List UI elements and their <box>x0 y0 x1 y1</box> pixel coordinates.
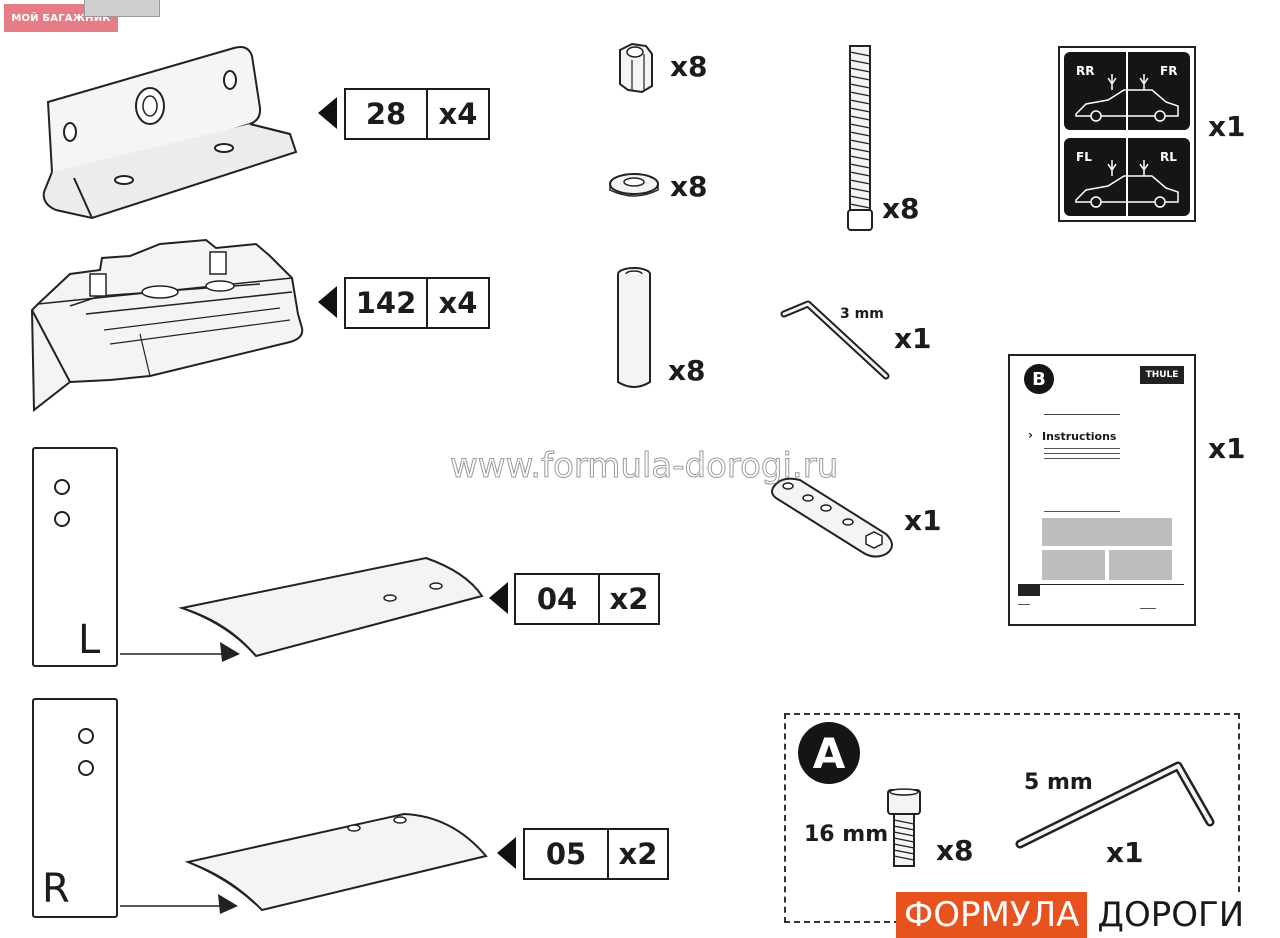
text-line <box>1018 584 1184 585</box>
pad-hole <box>54 479 70 495</box>
arrow-icon <box>120 642 240 662</box>
sticker-label-fr: FR <box>1160 64 1178 78</box>
pointer-arrow <box>489 582 508 614</box>
manual-letter-badge: B <box>1024 364 1054 394</box>
manual-title: Instructions <box>1042 430 1117 443</box>
bracket-illustration <box>42 46 298 220</box>
car-icon <box>1075 160 1179 208</box>
hex-key-large-icon <box>1015 761 1215 849</box>
arrow-icon <box>120 894 238 914</box>
part-code: 28 <box>346 90 428 138</box>
part-label-bracket: 28 x4 <box>344 88 490 140</box>
part-code: 142 <box>346 279 428 327</box>
qty-socket-bolt: x8 <box>936 834 974 867</box>
side-label: L <box>78 617 101 663</box>
part-code: 05 <box>525 830 609 878</box>
qty-hex-key-small: x1 <box>894 322 932 355</box>
sticker-label-rl: RL <box>1160 150 1177 164</box>
pad-hole <box>78 728 94 744</box>
sticker-label-fl: FL <box>1076 150 1092 164</box>
manual-image-block <box>1042 550 1105 580</box>
part-label-pad-left: 04 x2 <box>514 573 660 625</box>
spacer-icon <box>617 267 651 388</box>
brand-part2: ДОРОГИ <box>1087 892 1251 938</box>
pointer-arrow <box>497 837 516 869</box>
text-line <box>1044 453 1120 454</box>
hex-key-small-icon <box>780 300 890 380</box>
qty-sticker: x1 <box>1208 110 1246 143</box>
sticker-panel-front: FL RL <box>1064 138 1190 216</box>
manual-image-block <box>1109 550 1172 580</box>
sticker-panel-rear: RR FR <box>1064 52 1190 130</box>
text-line <box>1044 511 1120 512</box>
wrench-plate-icon <box>771 477 893 558</box>
socket-bolt-icon <box>887 788 921 867</box>
text-line <box>1044 458 1120 459</box>
qty-wrench: x1 <box>904 504 942 537</box>
washer-icon <box>609 173 659 197</box>
corner-block <box>84 0 160 17</box>
sticker-divider <box>1126 52 1128 130</box>
part-qty: x2 <box>618 837 658 871</box>
part-label-pad-right: 05 x2 <box>523 828 669 880</box>
sticker-divider <box>1126 138 1128 216</box>
qty-spacer: x8 <box>668 354 706 387</box>
kit-letter-badge: A <box>798 722 860 784</box>
pointer-arrow <box>318 286 337 318</box>
qty-nut: x8 <box>670 50 708 83</box>
pad-hole <box>78 760 94 776</box>
pad-strip-left <box>178 556 484 658</box>
manual-footer-bar <box>1018 584 1040 596</box>
text-line <box>1018 604 1030 605</box>
chevron-right-icon: › <box>1028 428 1033 442</box>
qty-long-bolt: x8 <box>882 192 920 225</box>
pointer-arrow <box>318 97 337 129</box>
bolt-size: 16 mm <box>804 822 889 847</box>
pad-strip-right <box>184 812 488 912</box>
part-qty: x4 <box>438 97 478 131</box>
manual-image-block <box>1042 518 1172 546</box>
brand-part1: ФОРМУЛА <box>896 892 1088 938</box>
text-line <box>1140 608 1156 609</box>
long-bolt-icon <box>847 45 873 231</box>
car-icon <box>1075 74 1179 122</box>
hex-key-small-size: 3 mm <box>840 306 884 322</box>
instruction-manual: B THULE › Instructions <box>1008 354 1196 626</box>
part-qty: x2 <box>609 582 649 616</box>
text-line <box>1044 448 1120 449</box>
hex-key-size: 5 mm <box>1024 770 1093 795</box>
part-label-foot: 142 x4 <box>344 277 490 329</box>
qty-hex-key-large: x1 <box>1106 836 1144 869</box>
nut-icon <box>619 42 653 94</box>
side-label: R <box>42 866 70 912</box>
foot-illustration <box>30 238 304 413</box>
watermark-url: www.formula-dorogi.ru <box>449 446 839 487</box>
text-line <box>1044 414 1120 415</box>
part-code: 04 <box>516 575 600 623</box>
pad-card-left: L <box>32 447 118 667</box>
brand-logo: ФОРМУЛА ДОРОГИ <box>896 892 1251 938</box>
position-sticker: RR FR FL RL <box>1058 46 1196 222</box>
brand-tag: THULE <box>1140 366 1184 384</box>
part-qty: x4 <box>438 286 478 320</box>
pad-card-right: R <box>32 698 118 918</box>
qty-manual: x1 <box>1208 432 1246 465</box>
qty-washer: x8 <box>670 170 708 203</box>
sticker-label-rr: RR <box>1076 64 1095 78</box>
pad-hole <box>54 511 70 527</box>
